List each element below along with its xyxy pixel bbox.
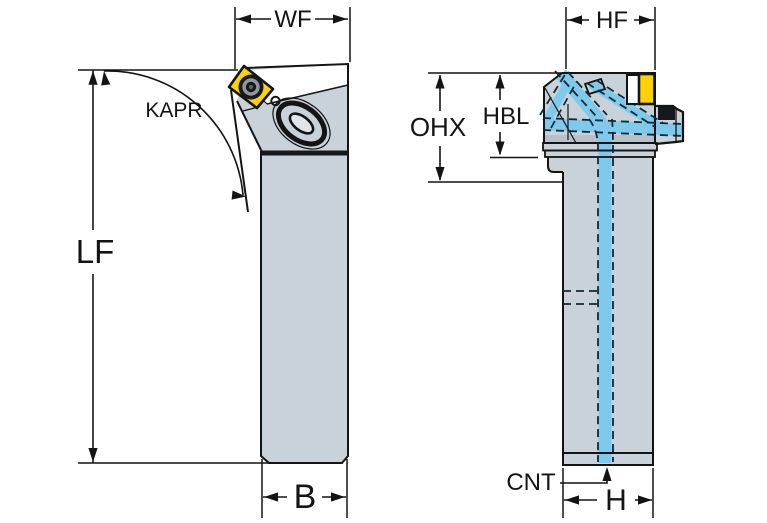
dash-vertical-left (588, 118, 599, 462)
lf-arrow-top (88, 70, 98, 85)
dash-cross-right (550, 80, 578, 129)
label-lf: LF (76, 233, 115, 270)
label-hbl: HBL (483, 103, 530, 130)
h-arrow-left (565, 495, 579, 505)
label-cnt: CNT (506, 469, 556, 496)
side-nozzle-outline (654, 104, 685, 146)
side-flange-step (547, 157, 563, 173)
side-view (539, 69, 685, 466)
wf-extension-lines (234, 7, 351, 69)
b-extension-lines (261, 459, 348, 518)
cutting-edge-line (230, 89, 249, 213)
dash-main-right (567, 71, 608, 116)
hf-extension-lines (565, 7, 656, 70)
coolant-dashed-outlines (539, 70, 684, 462)
kapr-arrow-top (99, 70, 111, 86)
ohx-extension-lines (428, 72, 562, 183)
side-dimensions: HF OHX HBL CNT H (410, 7, 656, 518)
insert-screw-center (248, 84, 254, 90)
front-clamp-area (250, 64, 348, 104)
coolant-upper-channel (588, 80, 664, 132)
kapr-angle-arc (103, 70, 244, 196)
hf-arrow-right (639, 15, 653, 25)
ohx-arrow-top (435, 74, 445, 89)
front-pin (270, 95, 281, 107)
front-clamp-ring (275, 100, 328, 147)
side-flange-band2-outline (544, 149, 656, 158)
label-kapr: KAPR (145, 99, 202, 122)
side-insert-pocket (626, 74, 640, 105)
coolant-main-channel (556, 69, 612, 463)
b-arrow-left (264, 492, 278, 502)
dash-cross-left (539, 72, 567, 116)
side-insert (637, 72, 656, 106)
ohx-arrow-bottom (435, 167, 445, 181)
label-hf: HF (596, 7, 628, 34)
front-clamp-hole (288, 112, 315, 135)
label-wf: WF (274, 6, 311, 33)
cnt-arrow (602, 467, 612, 481)
hbl-arrow-bottom (495, 141, 505, 156)
b-arrow-right (331, 492, 345, 502)
wf-arrow-left (237, 14, 251, 24)
side-clamp-block (658, 107, 675, 120)
front-shank-top-band (261, 150, 348, 156)
front-shank (260, 151, 349, 464)
lf-arrow-bottom (88, 448, 98, 462)
label-ohx: OHX (410, 112, 466, 142)
hbl-arrow-top (495, 74, 505, 89)
h-arrow-right (638, 495, 652, 505)
front-view (227, 62, 349, 464)
cnt-leader-line (560, 470, 608, 484)
label-b: B (294, 478, 317, 516)
h-extension-lines (562, 468, 654, 518)
wf-arrow-right (333, 14, 347, 24)
dash-main-left (554, 70, 597, 117)
side-flange-tab (548, 157, 563, 172)
side-bottom-band-outline (562, 452, 654, 466)
dash-upper-left (586, 82, 656, 128)
label-h: H (605, 484, 627, 517)
hf-arrow-left (568, 15, 582, 25)
side-shank-edges (562, 157, 654, 453)
front-dimensions: WF LF KAPR B (76, 6, 351, 518)
dash-vertical-right (611, 118, 614, 462)
